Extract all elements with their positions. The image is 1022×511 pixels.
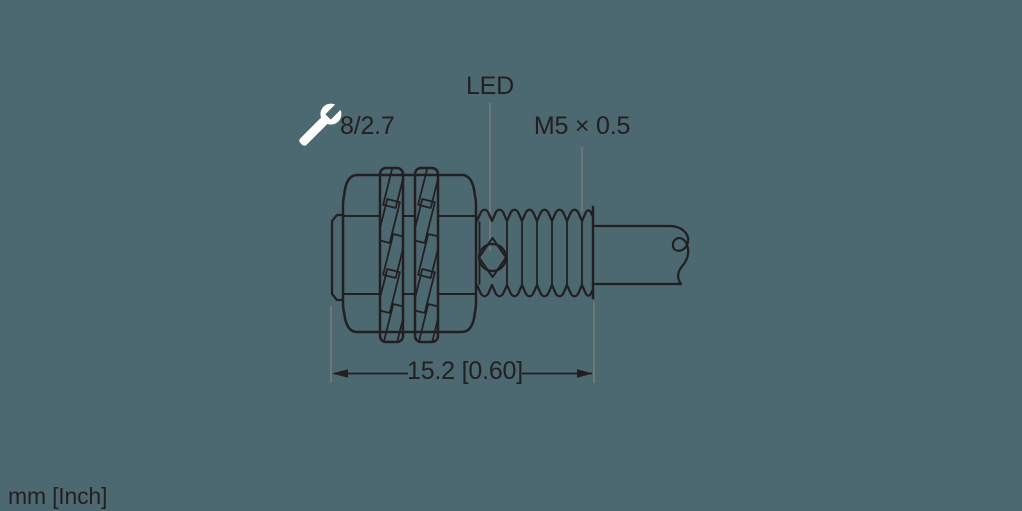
- hex-face-edges: [342, 215, 476, 295]
- led-label: LED: [465, 72, 515, 100]
- wrench-icon: [299, 97, 345, 146]
- dimension-arrow-right: [577, 369, 593, 378]
- guide-lines: [330, 103, 595, 383]
- led-indicator: [477, 237, 508, 278]
- thread-spec-label: M5 × 0.5: [533, 112, 631, 140]
- units-note-label: mm [Inch]: [8, 483, 108, 509]
- hex-body: [341, 173, 478, 334]
- cable: [593, 224, 690, 286]
- knurled-nut-rear: [413, 166, 440, 344]
- length-dimension-label: 15.2 [0.60]: [407, 357, 523, 385]
- thread-flanks: [478, 221, 583, 285]
- knurled-nut-front: [378, 166, 405, 344]
- length-dimension-line: [332, 369, 593, 378]
- sensing-face-cap: [330, 213, 345, 302]
- wrench-size-label: 8/2.7: [340, 112, 395, 140]
- threaded-barrel: [475, 205, 595, 300]
- dimension-arrow-left: [332, 369, 348, 378]
- cable-break-symbol: [669, 224, 690, 286]
